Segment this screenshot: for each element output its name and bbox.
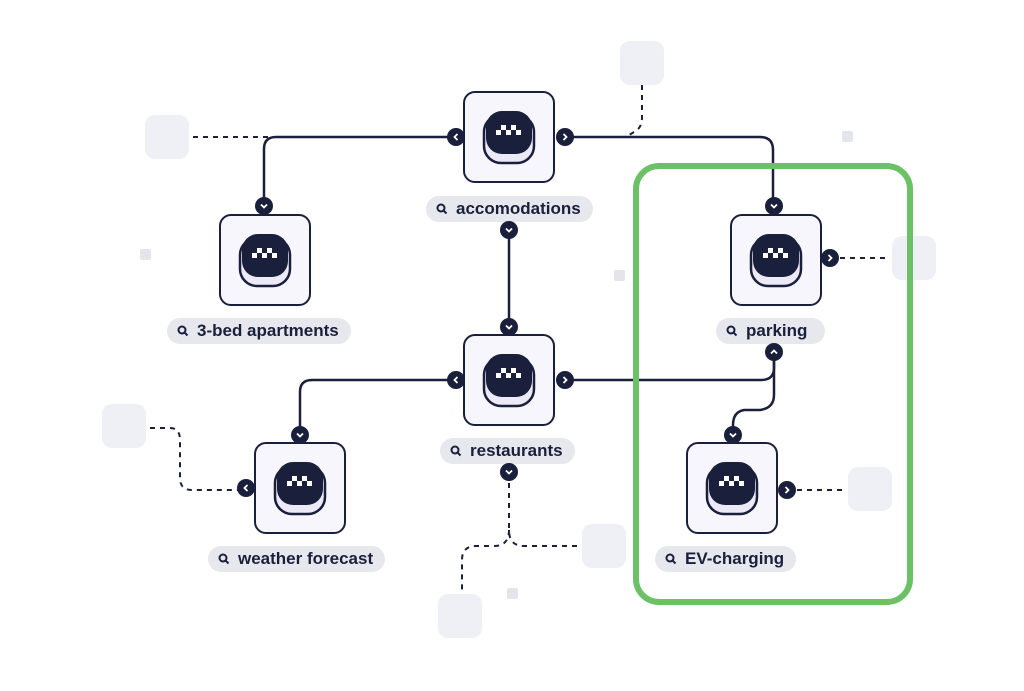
- dashed-link: [150, 427, 238, 491]
- chevron-right-icon: [784, 486, 790, 494]
- port-left[interactable]: [237, 479, 255, 497]
- search-icon: [665, 553, 677, 565]
- chevron-down-icon: [260, 203, 268, 209]
- chevron-left-icon: [453, 376, 459, 384]
- dashed-link: [625, 85, 643, 138]
- node-weather[interactable]: [254, 442, 346, 534]
- node-label-text: 3-bed apartments: [197, 321, 339, 340]
- placeholder-tile: [102, 404, 146, 448]
- dashed-link: [508, 473, 582, 547]
- placeholder-tile: [582, 524, 626, 568]
- chevron-down-icon: [505, 469, 513, 475]
- edge-accomodations-parking: [564, 135, 775, 205]
- node-label-accomodations: accomodations: [426, 196, 593, 222]
- placeholder-dot: [842, 131, 853, 142]
- port-right[interactable]: [556, 371, 574, 389]
- chevron-down-icon: [296, 432, 304, 438]
- search-icon: [218, 553, 230, 565]
- robot-icon: [234, 229, 296, 291]
- node-accomodations[interactable]: [463, 91, 555, 183]
- dashed-link: [461, 529, 510, 595]
- chevron-right-icon: [562, 376, 568, 384]
- chevron-down-icon: [505, 324, 513, 330]
- port-top[interactable]: [724, 426, 742, 444]
- placeholder-tile: [892, 236, 936, 280]
- node-apartments[interactable]: [219, 214, 311, 306]
- placeholder-dot: [614, 270, 625, 281]
- port-left[interactable]: [447, 128, 465, 146]
- port-bottom[interactable]: [500, 463, 518, 481]
- node-label-apartments: 3-bed apartments: [167, 318, 351, 344]
- node-label-text: accomodations: [456, 199, 581, 218]
- edge-restaurants-weather: [298, 378, 456, 434]
- highlight-frame: [633, 163, 913, 605]
- node-label-text: parking: [746, 321, 808, 340]
- node-label-restaurants: restaurants: [440, 438, 575, 464]
- robot-icon: [745, 229, 807, 291]
- port-bottom[interactable]: [500, 221, 518, 239]
- placeholder-tile: [620, 41, 664, 85]
- search-icon: [436, 203, 448, 215]
- node-label-text: weather forecast: [238, 549, 374, 568]
- node-restaurants[interactable]: [463, 334, 555, 426]
- port-top[interactable]: [500, 318, 518, 336]
- placeholder-tile: [848, 467, 892, 511]
- node-label-weather: weather forecast: [208, 546, 386, 572]
- search-icon: [726, 325, 738, 337]
- port-right[interactable]: [556, 128, 574, 146]
- node-label-ev-charging: EV-charging: [655, 546, 797, 572]
- robot-icon: [478, 106, 540, 168]
- port-left[interactable]: [447, 371, 465, 389]
- port-top[interactable]: [765, 197, 783, 215]
- chevron-left-icon: [453, 133, 459, 141]
- node-label-text: EV-charging: [685, 549, 785, 568]
- node-label-text: restaurants: [470, 441, 563, 460]
- chevron-down-icon: [729, 432, 737, 438]
- placeholder-tile: [145, 115, 189, 159]
- search-icon: [450, 445, 462, 457]
- robot-icon: [269, 457, 331, 519]
- edge-parking-ev: [731, 360, 776, 434]
- chevron-left-icon: [243, 484, 249, 492]
- search-icon: [177, 325, 189, 337]
- placeholder-tile: [438, 594, 482, 638]
- port-bottom[interactable]: [765, 343, 783, 361]
- port-right[interactable]: [821, 249, 839, 267]
- edge-accomodations-apartments: [262, 135, 456, 205]
- port-right[interactable]: [778, 481, 796, 499]
- node-parking[interactable]: [730, 214, 822, 306]
- node-label-parking: parking: [716, 318, 826, 344]
- placeholder-dot: [507, 588, 518, 599]
- placeholder-dot: [140, 249, 151, 260]
- chevron-right-icon: [827, 254, 833, 262]
- robot-icon: [701, 457, 763, 519]
- robot-icon: [478, 349, 540, 411]
- chevron-down-icon: [505, 227, 513, 233]
- chevron-right-icon: [562, 133, 568, 141]
- port-top[interactable]: [291, 426, 309, 444]
- chevron-down-icon: [770, 203, 778, 209]
- chevron-up-icon: [770, 349, 778, 355]
- port-top[interactable]: [255, 197, 273, 215]
- node-ev-charging[interactable]: [686, 442, 778, 534]
